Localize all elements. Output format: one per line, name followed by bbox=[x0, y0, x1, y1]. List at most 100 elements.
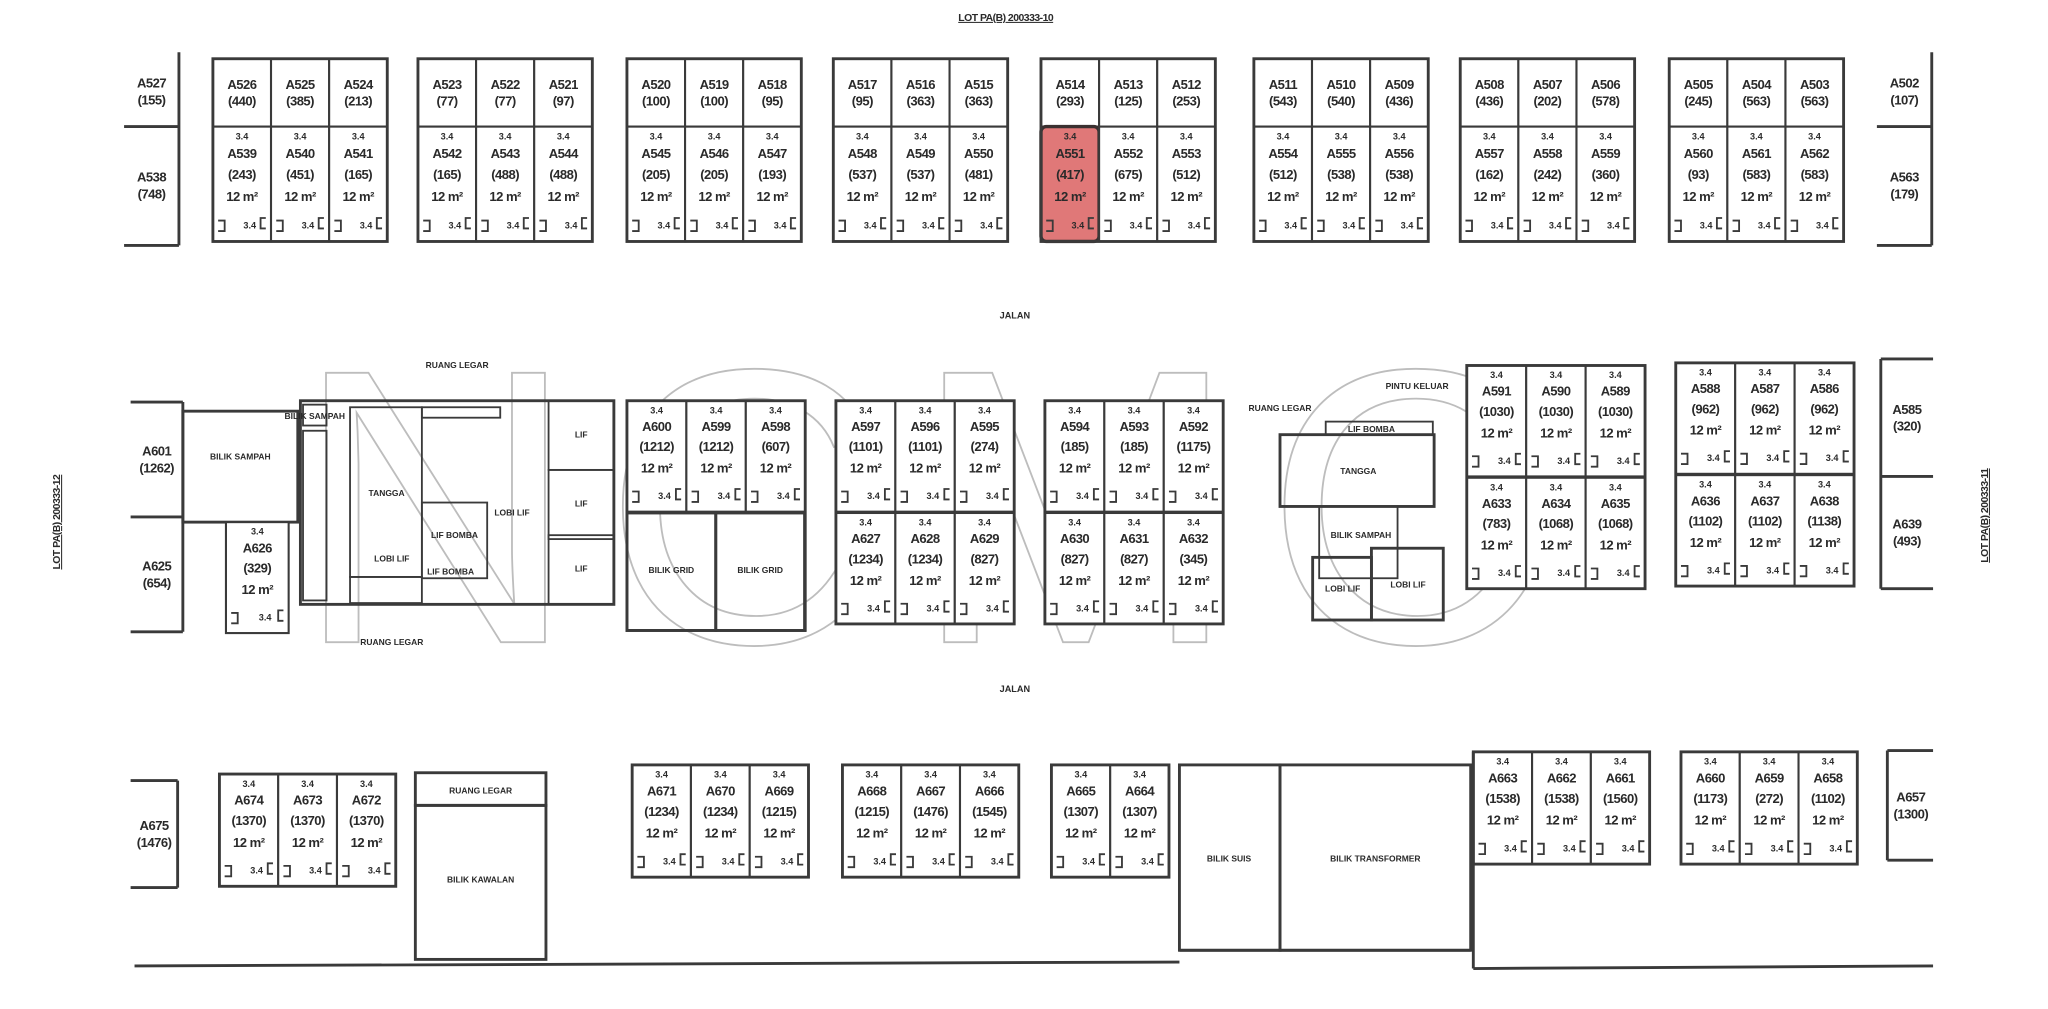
lot-cell[interactable] bbox=[948, 57, 1009, 128]
lot-A505[interactable]: A505(245) bbox=[1668, 57, 1729, 128]
lot-cell[interactable] bbox=[958, 763, 1020, 879]
lot-cell[interactable] bbox=[269, 57, 331, 128]
lot-A504[interactable]: A504(563) bbox=[1726, 57, 1787, 128]
lot-cell[interactable] bbox=[1525, 476, 1587, 590]
lot-cell[interactable] bbox=[1252, 57, 1314, 128]
lot-A516[interactable]: A516(363) bbox=[890, 57, 951, 128]
lot-cell[interactable] bbox=[1043, 399, 1106, 513]
lot-cell[interactable] bbox=[1098, 57, 1159, 128]
lot-cell[interactable] bbox=[224, 521, 290, 635]
lot-cell[interactable] bbox=[335, 773, 397, 888]
lot-cell[interactable] bbox=[948, 125, 1009, 243]
lot-A507[interactable]: A507(202) bbox=[1517, 57, 1578, 128]
lot-cell[interactable] bbox=[1876, 58, 1932, 125]
lot-cell[interactable] bbox=[211, 57, 273, 128]
lot-cell[interactable] bbox=[1369, 125, 1430, 243]
lot-cell[interactable] bbox=[277, 773, 339, 888]
lot-A563[interactable]: A563(179) bbox=[1876, 126, 1932, 245]
lot-cell[interactable] bbox=[1043, 511, 1106, 625]
lot-cell[interactable] bbox=[894, 511, 956, 625]
lot-cell[interactable] bbox=[834, 399, 897, 513]
lot-cell[interactable] bbox=[685, 399, 747, 513]
lot-cell[interactable] bbox=[124, 58, 179, 125]
lot-cell[interactable] bbox=[625, 125, 687, 243]
lot-cell[interactable] bbox=[900, 763, 962, 879]
lot-cell[interactable] bbox=[1734, 361, 1796, 475]
lot-cell[interactable] bbox=[748, 763, 810, 879]
lot-cell[interactable] bbox=[1369, 57, 1430, 128]
lot-A585[interactable]: A585(320) bbox=[1880, 358, 1934, 477]
lot-cell[interactable] bbox=[130, 516, 183, 632]
lot-cell[interactable] bbox=[1459, 125, 1520, 243]
lot-cell[interactable] bbox=[328, 57, 389, 128]
lot-cell[interactable] bbox=[1584, 364, 1647, 478]
lot-cell[interactable] bbox=[841, 763, 903, 879]
lot-cell[interactable] bbox=[744, 399, 807, 513]
lot-cell[interactable] bbox=[130, 780, 178, 888]
lot-cell[interactable] bbox=[1459, 57, 1520, 128]
lot-cell[interactable] bbox=[1098, 125, 1159, 243]
lot-cell[interactable] bbox=[1784, 57, 1845, 128]
lot-cell[interactable] bbox=[742, 125, 803, 243]
lot-cell[interactable] bbox=[218, 773, 280, 888]
lot-cell[interactable] bbox=[953, 399, 1016, 513]
lot-cell[interactable] bbox=[533, 57, 594, 128]
lot-A523[interactable]: A523(77) bbox=[416, 57, 478, 128]
lot-A518[interactable]: A518(95) bbox=[742, 57, 803, 128]
lot-cell[interactable] bbox=[684, 57, 745, 128]
lot-A527[interactable]: A527(155) bbox=[124, 58, 179, 125]
lot-cell[interactable] bbox=[1668, 125, 1729, 243]
lot-cell[interactable] bbox=[1162, 399, 1225, 513]
lot-cell[interactable] bbox=[832, 125, 893, 243]
lot-cell[interactable] bbox=[1050, 763, 1112, 879]
lot-cell[interactable] bbox=[1726, 125, 1787, 243]
lot-cell[interactable] bbox=[1784, 125, 1845, 243]
lot-cell[interactable] bbox=[1465, 364, 1528, 478]
lot-A503[interactable]: A503(563) bbox=[1784, 57, 1845, 128]
lot-cell[interactable] bbox=[1726, 57, 1787, 128]
lot-A508[interactable]: A508(436) bbox=[1459, 57, 1520, 128]
lot-A522[interactable]: A522(77) bbox=[475, 57, 536, 128]
lot-cell[interactable] bbox=[953, 511, 1016, 625]
lot-cell[interactable] bbox=[1674, 474, 1737, 588]
lot-cell[interactable] bbox=[211, 125, 273, 243]
lot-cell[interactable] bbox=[1039, 124, 1101, 244]
lot-A538[interactable]: A538(748) bbox=[124, 126, 179, 245]
lot-cell[interactable] bbox=[1876, 126, 1932, 245]
lot-cell[interactable] bbox=[416, 57, 478, 128]
lot-cell[interactable] bbox=[1880, 476, 1934, 589]
lot-cell[interactable] bbox=[1531, 750, 1592, 866]
lot-cell[interactable] bbox=[1734, 474, 1796, 588]
lot-A515[interactable]: A515(363) bbox=[948, 57, 1009, 128]
lot-cell[interactable] bbox=[1103, 511, 1165, 625]
lot-cell[interactable] bbox=[1887, 750, 1935, 861]
